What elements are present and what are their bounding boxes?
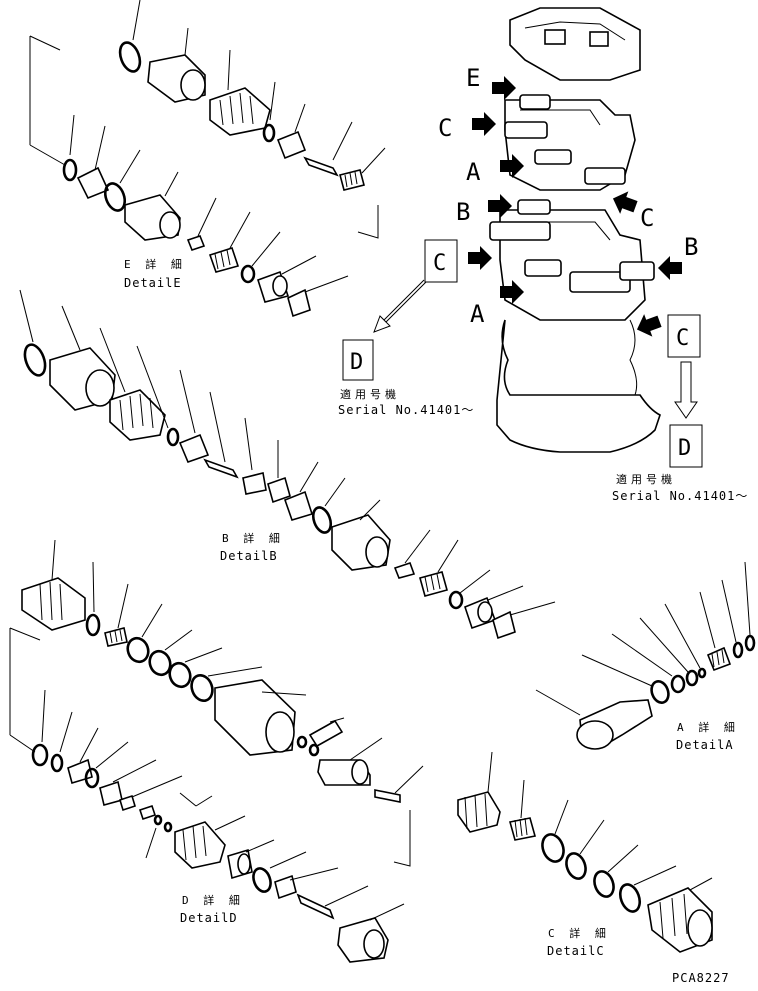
detail-c-en-label: DetailC <box>547 944 605 958</box>
detail-e-en-label: DetailE <box>124 276 182 290</box>
arrow-label-c2: C <box>640 204 654 232</box>
box-d-right <box>669 424 703 468</box>
main-valve-assembly: E C A B C B A C D 適用号機 Serial No.41401～ … <box>338 7 748 503</box>
detail-d: D 詳 細 DetailD <box>9 539 424 963</box>
detail-d-jp-label: D 詳 細 <box>182 893 244 907</box>
box-d-left-label: D <box>350 350 363 375</box>
serial-note-left-en: Serial No.41401～ <box>338 403 474 417</box>
serial-note-right-en: Serial No.41401～ <box>612 489 748 503</box>
arrow-label-a2: A <box>470 300 485 328</box>
detail-e-jp-label: E 詳 細 <box>124 257 186 271</box>
serial-note-right-jp: 適用号機 <box>616 472 676 486</box>
detail-a-en-label: DetailA <box>676 738 734 752</box>
box-d-right-label: D <box>678 436 691 461</box>
detail-d-en-label: DetailD <box>180 911 238 925</box>
box-c-right <box>667 314 701 358</box>
arrow-label-c1: C <box>438 114 452 142</box>
figure-code: PCA8227 <box>672 971 730 985</box>
arrow-label-b2: B <box>684 233 698 261</box>
detail-c: C 詳 細 DetailC <box>457 751 713 958</box>
detail-b: B 詳 細 DetailB <box>19 289 556 640</box>
arrow-label-e: E <box>466 64 480 92</box>
box-c-left-label: C <box>433 251 446 276</box>
detail-a-jp-label: A 詳 細 <box>677 720 739 734</box>
detail-a: A 詳 細 DetailA <box>535 561 756 752</box>
hollow-arrow-right <box>674 361 698 419</box>
detail-e: E 詳 細 DetailE <box>29 0 386 318</box>
arrow-label-b1: B <box>456 198 470 226</box>
detail-b-en-label: DetailB <box>220 549 278 563</box>
box-c-left <box>424 239 458 283</box>
detail-c-jp-label: C 詳 細 <box>548 926 610 940</box>
detail-b-jp-label: B 詳 細 <box>222 531 284 545</box>
hollow-arrow-left <box>373 279 427 333</box>
arrow-label-a1: A <box>466 158 481 186</box>
serial-note-left-jp: 適用号機 <box>340 387 400 401</box>
box-c-right-label: C <box>676 326 689 351</box>
box-d-left <box>342 339 374 381</box>
